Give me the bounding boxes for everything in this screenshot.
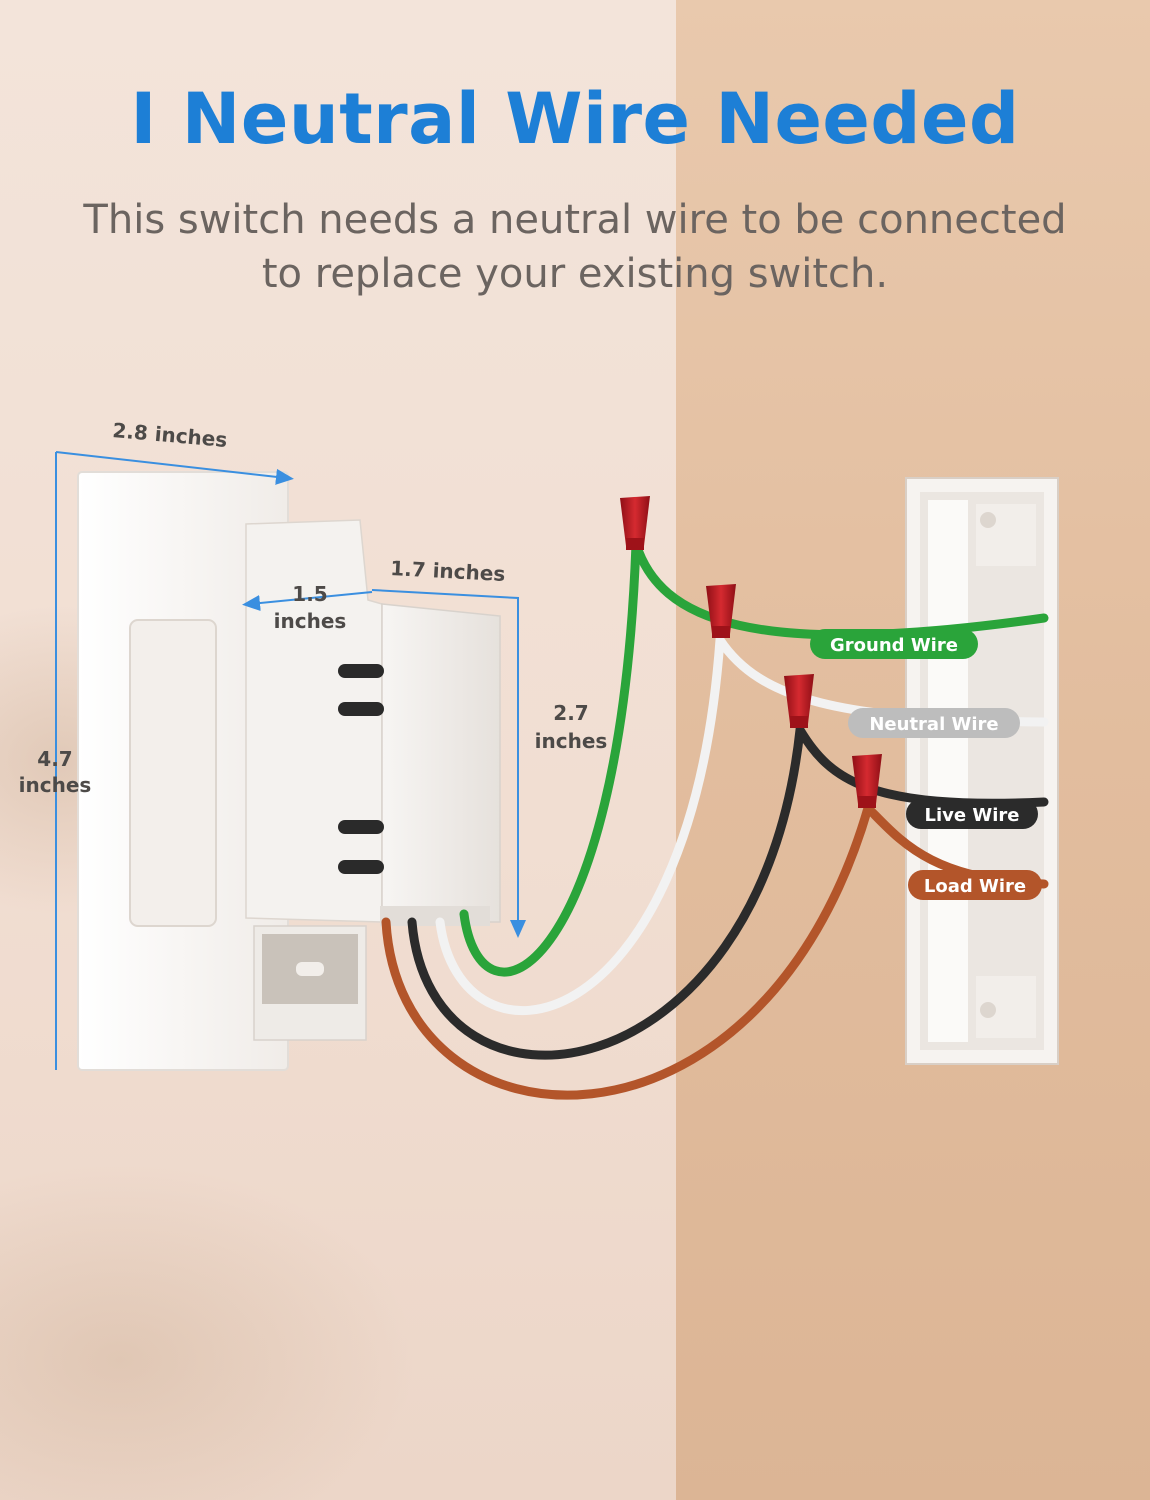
dimension-body-depth: 1.7 inches xyxy=(390,556,506,586)
wire-nut-load xyxy=(852,754,882,808)
live-wire xyxy=(407,716,1049,1060)
dimension-line-body-width xyxy=(242,591,373,611)
wall-junction-box xyxy=(905,477,1059,1065)
dimension-body-height-value: 2.7 xyxy=(553,701,588,725)
dimension-plate-height-value: 4.7 xyxy=(37,747,72,771)
wire-nut-live xyxy=(784,674,814,728)
ground-wire-label-text: Ground Wire xyxy=(830,635,958,656)
page-title: I Neutral Wire Needed xyxy=(130,78,1020,160)
dimension-body-width-unit: inches xyxy=(274,609,347,633)
dimension-plate-width: 2.8 inches xyxy=(112,418,229,452)
dimension-plate-height-unit: inches xyxy=(19,773,92,797)
subtitle: This switch needs a neutral wire to be c… xyxy=(25,193,1125,301)
load-wire-label-text: Load Wire xyxy=(924,876,1026,897)
dimension-line-body-height xyxy=(371,589,526,938)
ground-wire-label: Ground Wire xyxy=(810,629,978,659)
dimension-line-plate-width xyxy=(55,451,294,485)
load-wire xyxy=(381,799,1049,1100)
dimension-body-height-unit: inches xyxy=(535,729,608,753)
neutral-wire-label: Neutral Wire xyxy=(848,708,1020,738)
load-wire-label: Load Wire xyxy=(908,870,1042,900)
ground-wire xyxy=(459,542,1049,977)
live-wire-label-text: Live Wire xyxy=(925,805,1020,826)
wire-nut-neutral xyxy=(706,584,736,638)
live-wire-label: Live Wire xyxy=(906,799,1038,829)
subtitle-line-2: to replace your existing switch. xyxy=(261,251,889,297)
dimension-body-width-value: 1.5 xyxy=(292,582,327,606)
switch-body xyxy=(245,519,501,1041)
wire-nut-ground xyxy=(620,496,650,550)
neutral-wire-label-text: Neutral Wire xyxy=(869,714,998,735)
subtitle-line-1: This switch needs a neutral wire to be c… xyxy=(83,197,1067,243)
neutral-wire xyxy=(435,626,1049,1016)
